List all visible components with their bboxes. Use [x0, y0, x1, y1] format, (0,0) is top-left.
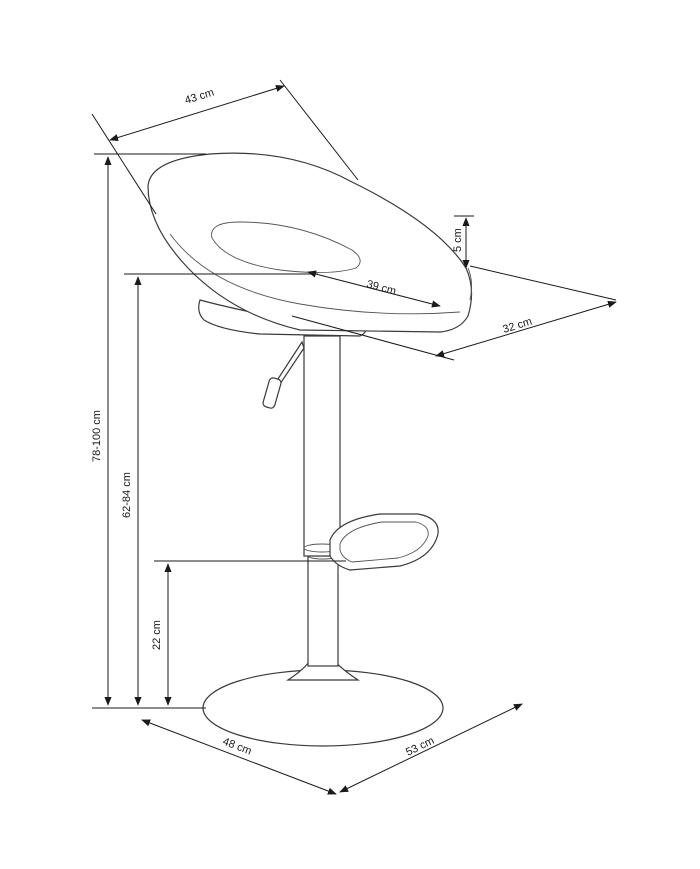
gas-lever [262, 340, 305, 409]
label-footrest-height: 22 cm [151, 620, 163, 650]
stool-illustration [147, 152, 473, 747]
column-upper [303, 335, 341, 557]
dim-line-seat-depth [307, 270, 441, 308]
label-base-depth: 53 cm [404, 735, 436, 759]
base-disc [202, 669, 444, 747]
footrest-ring [329, 513, 439, 571]
dim-line-base-depth [339, 703, 523, 793]
label-seat-width: 43 cm [183, 87, 215, 107]
label-total-height: 78-100 cm [91, 410, 103, 462]
dim-line-backrest-depth [435, 300, 617, 358]
dimension-lines [91, 79, 617, 795]
label-base-width: 48 cm [221, 736, 253, 758]
seat-shell [147, 152, 473, 333]
label-backrest-thickness: 5 cm [452, 228, 464, 252]
dim-line-base-width [141, 719, 337, 795]
label-seat-height: 62-84 cm [121, 472, 133, 518]
label-backrest-depth: 32 cm [501, 316, 533, 336]
column-lower [307, 555, 339, 667]
dim-line-seat-width [109, 84, 285, 142]
